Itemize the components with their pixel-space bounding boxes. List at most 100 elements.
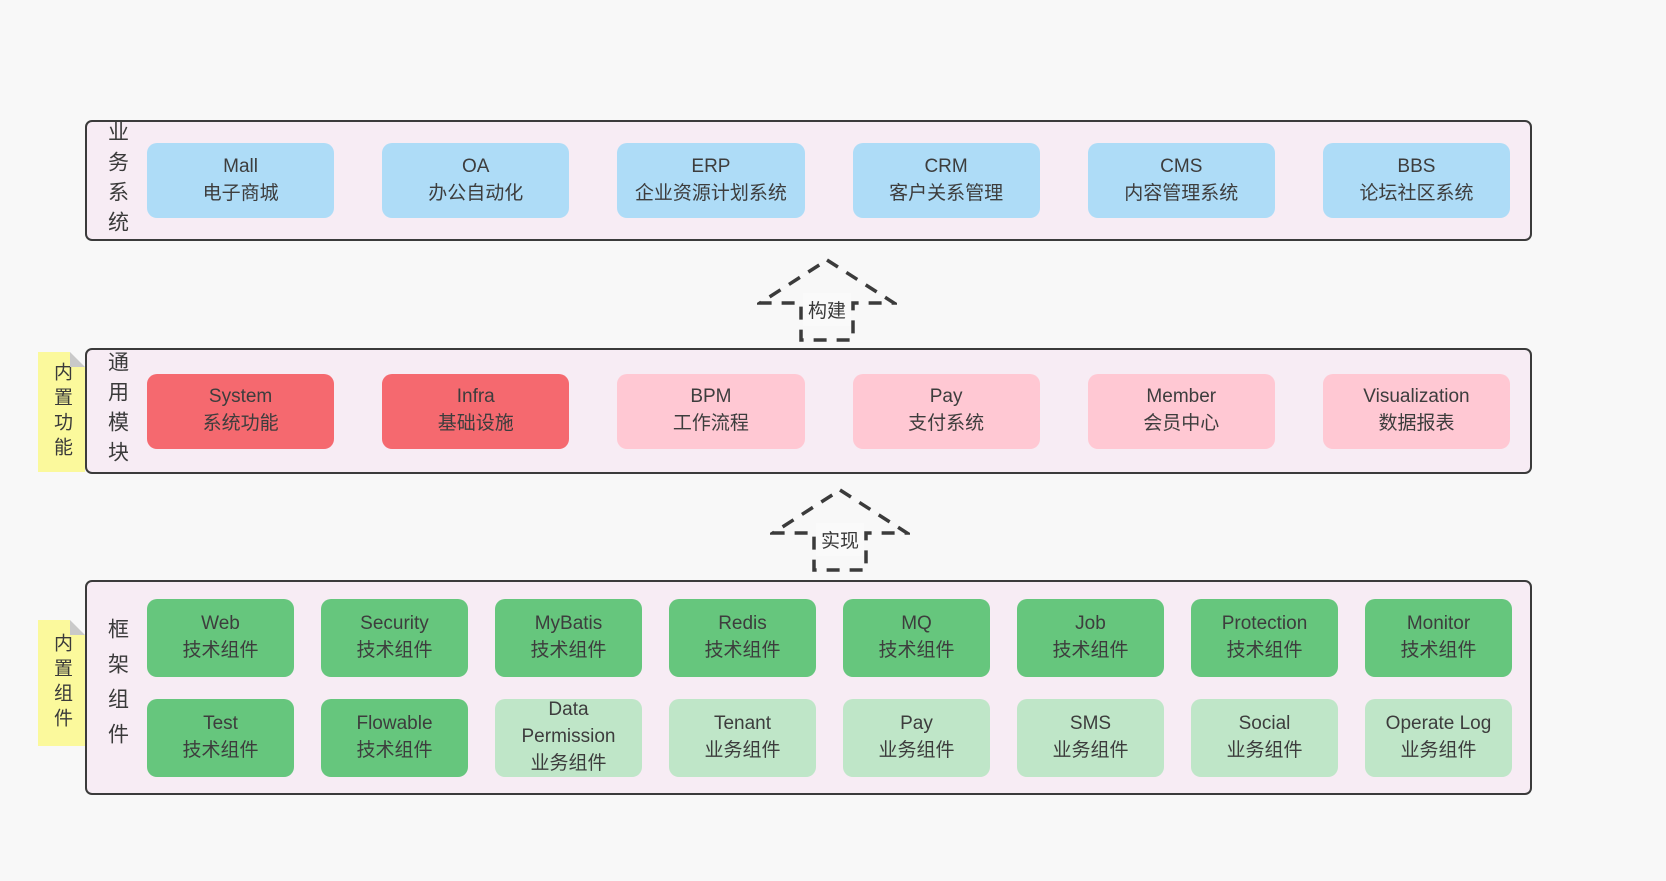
box-title: Data Permission: [521, 699, 616, 748]
box-mq: MQ 技术组件: [843, 598, 990, 677]
box-subtitle: 技术组件: [878, 639, 955, 661]
arrow-implement-label: 实现: [815, 523, 864, 556]
layer-framework-components: 框架组件 Web 技术组件 Security 技术组件 MyBatis 技术组件…: [85, 580, 1532, 795]
box-title: Mall: [223, 155, 258, 177]
module-boxes-row: System 系统功能 Infra 基础设施 BPM 工作流程 Pay 支付系统…: [147, 373, 1530, 449]
box-title: Operate Log: [1385, 712, 1492, 734]
box-pay-system: Pay 支付系统: [852, 373, 1040, 449]
box-title: Web: [201, 612, 240, 634]
box-job: Job 技术组件: [1017, 598, 1164, 677]
box-bpm: BPM 工作流程: [617, 373, 805, 449]
sticky-note-built-in-components: 内置组件: [38, 620, 85, 746]
box-title: System: [208, 386, 273, 408]
box-subtitle: 技术组件: [356, 639, 433, 661]
layer-label-zone: 框架组件: [87, 618, 147, 758]
box-mybatis: MyBatis 技术组件: [495, 598, 642, 677]
box-tenant: Tenant 业务组件: [669, 698, 816, 777]
box-visualization: Visualization 数据报表: [1322, 373, 1511, 449]
box-subtitle: 技术组件: [1400, 639, 1477, 661]
box-infra: Infra 基础设施: [382, 373, 570, 449]
layer-title: 业务系统: [105, 120, 129, 241]
box-pay-component: Pay 业务组件: [843, 698, 990, 777]
arrow-implement: 实现: [770, 487, 910, 573]
box-subtitle: 业务组件: [1052, 739, 1129, 761]
layer-title: 框架组件: [105, 617, 129, 758]
sticky-note-label: 内置组件: [51, 633, 72, 733]
box-security: Security 技术组件: [321, 598, 468, 677]
box-data-permission: Data Permission 业务组件: [495, 698, 642, 777]
component-rows: Web 技术组件 Security 技术组件 MyBatis 技术组件 Redi…: [147, 598, 1530, 777]
box-title: Infra: [456, 386, 495, 408]
box-erp: ERP 企业资源计划系统: [617, 143, 805, 218]
box-bbs: BBS 论坛社区系统: [1322, 143, 1511, 218]
box-flowable: Flowable 技术组件: [321, 698, 468, 777]
box-subtitle: 基础设施: [437, 413, 514, 434]
box-title: CMS: [1160, 155, 1203, 177]
box-subtitle: 技术组件: [530, 639, 607, 661]
arrow-build-label: 构建: [802, 293, 851, 326]
box-title: Test: [203, 712, 238, 734]
box-member: Member 会员中心: [1087, 373, 1275, 449]
box-title: ERP: [691, 155, 731, 177]
box-title: Job: [1075, 612, 1106, 634]
box-title: Visualization: [1363, 386, 1470, 408]
box-web: Web 技术组件: [147, 598, 294, 677]
box-crm: CRM 客户关系管理: [852, 143, 1040, 218]
box-subtitle: 电子商城: [202, 182, 279, 204]
box-title: SMS: [1069, 712, 1112, 734]
component-row-2: Test 技术组件 Flowable 技术组件 Data Permission …: [147, 698, 1512, 777]
box-title: OA: [462, 155, 490, 177]
box-title: MQ: [901, 612, 932, 634]
box-subtitle: 业务组件: [704, 739, 781, 761]
box-subtitle: 工作流程: [672, 413, 749, 434]
arrow-build: 构建: [757, 257, 897, 343]
box-oa: OA 办公自动化: [382, 143, 570, 218]
box-sms: SMS 业务组件: [1017, 698, 1164, 777]
sticky-note-label: 内置功能: [51, 362, 72, 462]
layer-business-systems: 业务系统 Mall 电子商城 OA 办公自动化 ERP 企业资源计划系统 CRM…: [85, 120, 1532, 241]
sticky-note-built-in-features: 内置功能: [38, 352, 85, 472]
box-title: Redis: [718, 612, 767, 634]
box-social: Social 业务组件: [1191, 698, 1338, 777]
box-subtitle: 技术组件: [182, 639, 259, 661]
box-title: BPM: [690, 386, 732, 408]
box-subtitle: 技术组件: [704, 639, 781, 661]
box-redis: Redis 技术组件: [669, 598, 816, 677]
box-subtitle: 办公自动化: [428, 182, 524, 204]
box-subtitle: 技术组件: [356, 739, 433, 761]
box-subtitle: 业务组件: [530, 752, 607, 774]
box-operate-log: Operate Log 业务组件: [1365, 698, 1512, 777]
box-cms: CMS 内容管理系统: [1087, 143, 1275, 218]
box-test: Test 技术组件: [147, 698, 294, 777]
box-subtitle: 技术组件: [1052, 639, 1129, 661]
box-subtitle: 业务组件: [878, 739, 955, 761]
layer-label-zone: 业务系统: [87, 121, 147, 241]
box-subtitle: 客户关系管理: [889, 182, 1004, 204]
box-title: Social: [1238, 712, 1291, 734]
box-title: Pay: [900, 712, 933, 734]
box-subtitle: 技术组件: [1226, 639, 1303, 661]
box-subtitle: 系统功能: [202, 413, 279, 434]
box-subtitle: 会员中心: [1143, 413, 1220, 434]
box-subtitle: 业务组件: [1226, 739, 1303, 761]
business-boxes-row: Mall 电子商城 OA 办公自动化 ERP 企业资源计划系统 CRM 客户关系…: [147, 143, 1530, 218]
box-mall: Mall 电子商城: [147, 143, 335, 218]
box-title: Tenant: [713, 712, 772, 734]
box-title: Monitor: [1406, 612, 1471, 634]
box-title: Security: [360, 612, 429, 634]
box-system: System 系统功能: [147, 373, 335, 449]
box-subtitle: 企业资源计划系统: [634, 182, 787, 204]
box-subtitle: 数据报表: [1378, 413, 1455, 434]
box-title: CRM: [924, 155, 968, 177]
component-row-1: Web 技术组件 Security 技术组件 MyBatis 技术组件 Redi…: [147, 598, 1512, 677]
box-title: Protection: [1221, 612, 1308, 634]
layer-label-zone: 通用模块: [87, 351, 147, 471]
box-subtitle: 业务组件: [1400, 739, 1477, 761]
box-protection: Protection 技术组件: [1191, 598, 1338, 677]
box-title: BBS: [1397, 155, 1436, 177]
layer-common-modules: 通用模块 System 系统功能 Infra 基础设施 BPM 工作流程 Pay…: [85, 348, 1532, 474]
box-monitor: Monitor 技术组件: [1365, 598, 1512, 677]
box-title: Pay: [929, 386, 963, 408]
box-title: MyBatis: [534, 612, 603, 634]
